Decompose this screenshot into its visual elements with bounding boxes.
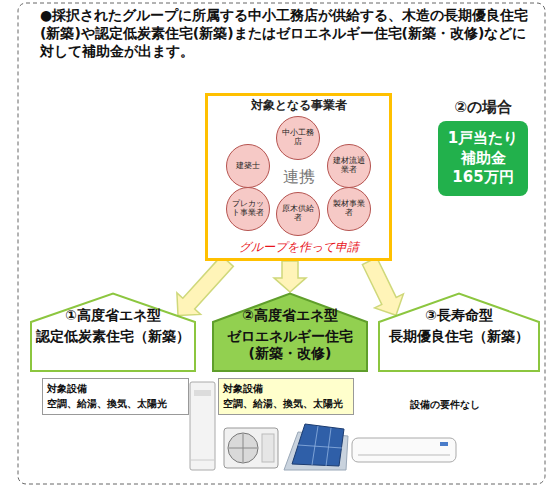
equipment-box: 対象設備空調、給湯、換気、太陽光: [42, 378, 189, 415]
partner-circle: 製材事業者: [327, 187, 371, 231]
partner-name: プレカット事業者: [232, 200, 264, 218]
block-arrow: [362, 257, 403, 315]
partner-name: 製材事業者: [333, 200, 365, 218]
panel-grid: [298, 445, 342, 448]
house-type-box: ②高度省エネ型ゼロエネルギー住宅(新築・改修): [212, 292, 368, 372]
equipment-heading: 対象設備: [223, 382, 349, 397]
indoor-unit-body: [352, 438, 456, 462]
panel-grid: [312, 426, 318, 465]
dashed-frame: [18, 3, 545, 484]
water-heater-illustration: [190, 382, 215, 470]
equipment-box: 対象設備空調、給湯、換気、太陽光: [218, 378, 354, 415]
block-arrow: [274, 261, 306, 292]
fan-grill: [243, 434, 244, 462]
equipment-list: 空調、給湯、換気、太陽光: [223, 397, 349, 412]
outdoor-unit-body: [224, 428, 278, 468]
heater-base-line: [190, 460, 215, 461]
house-shape: [213, 294, 367, 372]
subsidy-amount: 1戸当たり 補助金 165万円: [438, 121, 528, 196]
heater-body: [190, 382, 215, 470]
outdoor-unit-fan: [228, 433, 258, 463]
partner-name: 原木供給者: [282, 205, 314, 223]
equipment-note: 設備の要件なし: [410, 398, 480, 412]
solar-panel: [292, 424, 344, 466]
house-type-name: 認定低炭素住宅（新築）: [36, 328, 190, 346]
house-type-heading: ③長寿命型: [384, 307, 534, 324]
subsidy-box: ②の場合 1戸当たり 補助金 165万円: [438, 98, 528, 196]
subsidy-heading: ②の場合: [438, 98, 528, 117]
equipment-list: 空調、給湯、換気、太陽光: [47, 397, 184, 412]
house-shape: [31, 294, 195, 372]
house-type-name: 長期優良住宅（新築）: [384, 328, 534, 346]
partner-name: 建築士: [232, 162, 264, 171]
outdoor-ac-illustration: [224, 428, 278, 468]
outdoor-unit-side: [262, 434, 274, 462]
indoor-unit-logo: [440, 442, 448, 446]
heater-panel: [194, 390, 211, 396]
equipment-heading: 対象設備: [47, 382, 184, 397]
block-arrow: [177, 256, 233, 316]
partner-circle: 中小工務店: [276, 116, 320, 160]
house-type-box: ①高度省エネ型認定低炭素住宅（新築）: [30, 292, 196, 372]
house-shape: [379, 294, 539, 372]
house-type-box: ③長寿命型長期優良住宅（新築）: [378, 292, 540, 372]
partner-name: 中小工務店: [282, 129, 314, 147]
solar-panel-illustration: [284, 424, 348, 470]
group-heading: 対象となる事業者: [208, 97, 389, 114]
house-type-name: ゼロエネルギー住宅(新築・改修): [218, 328, 362, 363]
group-note: グループを作って申請: [208, 239, 389, 256]
partner-circle: 建材流通業者: [327, 144, 371, 188]
partner-circle: 原木供給者: [276, 192, 320, 236]
partner-circle: 建築士: [226, 144, 270, 188]
partner-group-box: 対象となる事業者連携グループを作って申請中小工務店建築士建材流通業者プレカット事…: [205, 93, 392, 261]
panel-grid: [326, 428, 331, 466]
partner-name: 建材流通業者: [333, 157, 365, 175]
house-type-heading: ②高度省エネ型: [218, 307, 362, 324]
page-title: ●採択されたグループに所属する中小工務店が供給する、木造の長期優良住宅(新築)や…: [40, 6, 532, 61]
indoor-ac-illustration: [352, 438, 456, 462]
indoor-unit-vent: [358, 455, 450, 456]
partner-circle: プレカット事業者: [226, 187, 270, 231]
house-type-heading: ①高度省エネ型: [36, 307, 190, 324]
